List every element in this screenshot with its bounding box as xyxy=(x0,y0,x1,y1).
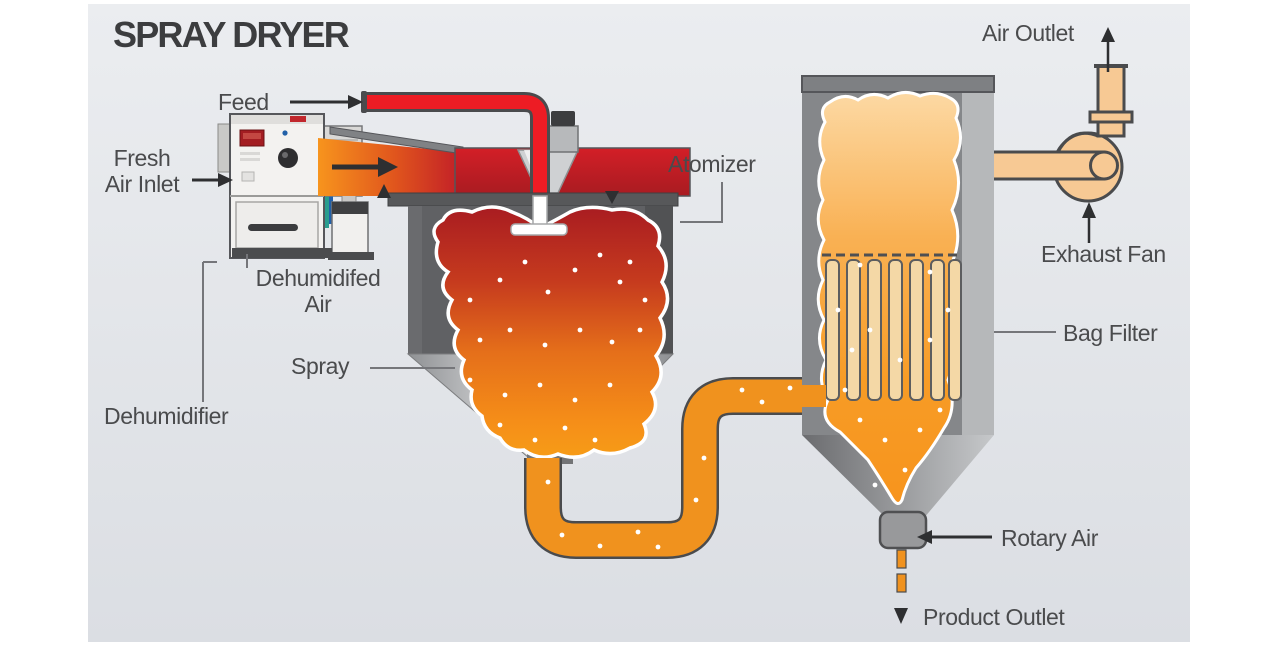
drying-chamber xyxy=(387,192,679,464)
bag-filter-vessel xyxy=(800,75,995,550)
exhaust-fan-arrow xyxy=(1082,202,1096,243)
leader-lines xyxy=(202,182,1056,402)
rotary-valve xyxy=(878,510,928,550)
spray-deflector xyxy=(510,195,568,236)
label-exhaust-fan: Exhaust Fan xyxy=(1041,241,1166,267)
product-stream xyxy=(896,549,907,593)
label-rotary-air: Rotary Air xyxy=(1001,525,1098,551)
atomizer-nozzle xyxy=(547,111,579,153)
duct-up-arrow xyxy=(377,184,391,198)
air-outlet-pipe xyxy=(1088,64,1134,138)
air-outlet-arrow xyxy=(1101,27,1115,72)
flow-arrows xyxy=(192,27,1115,624)
fresh-air-arrow xyxy=(192,173,233,187)
feed-arrow xyxy=(290,95,363,109)
rotary-air-arrow xyxy=(917,530,992,544)
fan-inlet-pipe xyxy=(988,150,1106,181)
page-title: SPRAY DRYER xyxy=(113,14,350,55)
powder-particles xyxy=(835,262,951,488)
bag-tubes xyxy=(825,259,962,401)
label-bag-filter: Bag Filter xyxy=(1063,320,1158,346)
hot-air-plenum xyxy=(454,147,691,197)
label-spray: Spray xyxy=(291,353,350,379)
chamber-inlet-arrow xyxy=(605,191,619,204)
label-air-outlet: Air Outlet xyxy=(982,20,1074,46)
transfer-pipe xyxy=(524,377,808,559)
label-dehumidified-air: Dehumidifed Air xyxy=(255,265,381,317)
pipe-inlet-opening xyxy=(800,385,826,407)
label-atomizer: Atomizer xyxy=(668,151,756,177)
atomizer-leader xyxy=(680,182,723,223)
powder-particles xyxy=(467,252,648,443)
label-feed: Feed xyxy=(218,89,269,115)
feed-pipe xyxy=(361,91,550,196)
label-product-outlet: Product Outlet xyxy=(923,604,1065,630)
duct-flow-arrow xyxy=(332,157,398,177)
label-dehumidifier: Dehumidifier xyxy=(104,403,229,429)
label-fresh-air-inlet: Fresh Air Inlet xyxy=(104,145,180,197)
product-outlet-arrow xyxy=(894,608,908,624)
